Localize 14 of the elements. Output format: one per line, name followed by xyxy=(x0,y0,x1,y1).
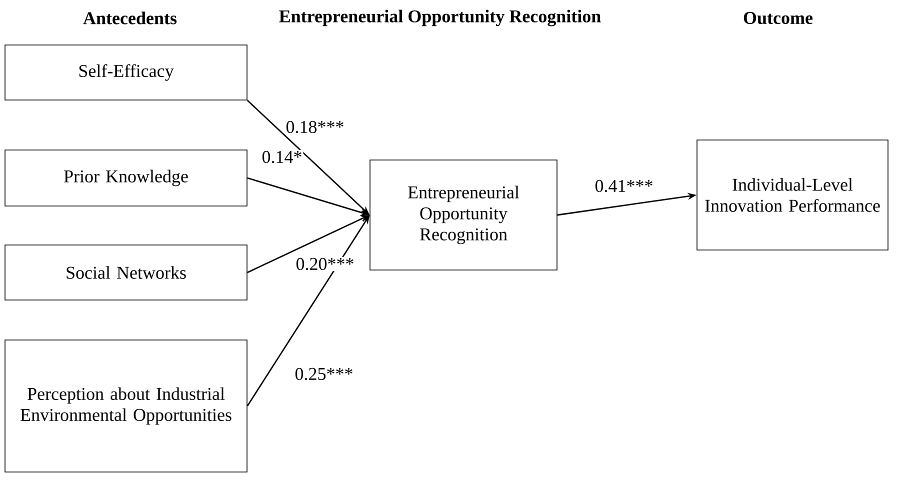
box: Prior Knowledge xyxy=(4,150,248,206)
column-heading: Entrepreneurial Opportunity Recognition xyxy=(279,10,601,26)
edge-label: 0.25*** xyxy=(294,366,354,382)
edge-label: 0.20*** xyxy=(294,256,356,272)
edge-label: 0.18*** xyxy=(284,120,346,134)
edge-label: 0.41*** xyxy=(594,178,654,194)
box: Individual-Level Innovation Performance xyxy=(696,140,888,250)
box: Social Networks xyxy=(4,244,248,300)
column-heading: Antecedents xyxy=(83,12,177,24)
edge-label: 0.14* xyxy=(260,150,304,164)
column-heading: Outcome xyxy=(744,12,813,24)
box: Self-Efficacy xyxy=(4,44,248,100)
box: Perception about Industrial Environmental Opportunities xyxy=(4,340,248,472)
box: Entrepreneurial Opportunity Recognition xyxy=(370,160,558,270)
